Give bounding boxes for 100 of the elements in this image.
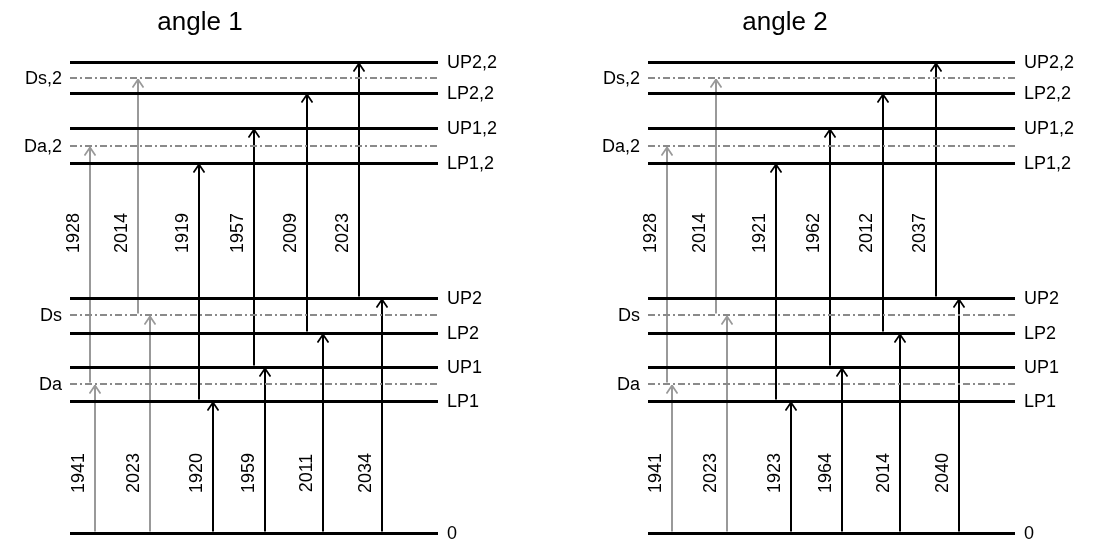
arrow bbox=[352, 62, 366, 298]
arrow bbox=[893, 333, 907, 533]
arrow bbox=[660, 146, 674, 384]
level-label: 0 bbox=[447, 523, 457, 542]
dashed-level-line bbox=[70, 314, 438, 316]
level-label: UP2 bbox=[447, 288, 482, 308]
energy-level-line bbox=[648, 531, 1015, 535]
arrow bbox=[192, 163, 206, 401]
arrow bbox=[929, 62, 943, 298]
energy-level-line bbox=[648, 296, 1015, 300]
level-label: LP2,2 bbox=[1024, 83, 1072, 103]
dashed-level-line bbox=[70, 77, 438, 79]
edge-label: 1921 bbox=[749, 213, 769, 253]
level-label: LP1,2 bbox=[447, 153, 495, 173]
level-label: UP1,2 bbox=[1024, 118, 1075, 138]
arrow bbox=[247, 128, 261, 367]
arrow bbox=[823, 128, 837, 367]
edge-label: 1928 bbox=[63, 213, 83, 253]
panel-title: angle 1 bbox=[157, 6, 243, 36]
edge-label: 2014 bbox=[111, 213, 131, 253]
edge-label: 2037 bbox=[909, 213, 929, 253]
edge-label: 1964 bbox=[815, 453, 835, 493]
level-label: LP1,2 bbox=[1024, 153, 1072, 173]
arrow bbox=[88, 384, 102, 533]
dashed-level-line bbox=[70, 145, 438, 147]
level-label: Da,2 bbox=[24, 136, 63, 156]
level-label: UP2 bbox=[1024, 288, 1059, 308]
edge-label: 1962 bbox=[803, 213, 823, 253]
edge-label: 1920 bbox=[186, 453, 206, 493]
dashed-level-line bbox=[648, 383, 1015, 385]
panel-title: angle 2 bbox=[742, 6, 828, 36]
level-label: LP2,2 bbox=[447, 83, 495, 103]
energy-level-line bbox=[648, 331, 1015, 335]
energy-level-line bbox=[648, 365, 1015, 369]
level-label: Da bbox=[39, 374, 62, 394]
arrow bbox=[720, 315, 734, 533]
energy-level-line bbox=[648, 60, 1015, 64]
edge-label: 1923 bbox=[764, 453, 784, 493]
level-label: Da,2 bbox=[602, 136, 641, 156]
level-label: 0 bbox=[1024, 523, 1034, 542]
energy-level-line bbox=[70, 296, 438, 300]
energy-level-line bbox=[70, 126, 438, 130]
energy-level-line bbox=[648, 126, 1015, 130]
level-label: UP2,2 bbox=[1024, 52, 1075, 72]
dashed-level-line bbox=[70, 383, 438, 385]
edge-label: 1941 bbox=[645, 453, 665, 493]
energy-level-line bbox=[70, 91, 438, 95]
energy-level-line bbox=[70, 531, 438, 535]
arrow bbox=[143, 315, 157, 533]
energy-level-line bbox=[70, 365, 438, 369]
energy-level-line bbox=[70, 399, 438, 403]
energy-level-line bbox=[70, 60, 438, 64]
level-label: Ds,2 bbox=[25, 68, 62, 88]
edge-label: 2014 bbox=[873, 453, 893, 493]
edge-label: 1941 bbox=[68, 453, 88, 493]
edge-label: 2023 bbox=[332, 213, 352, 253]
edge-label: 1928 bbox=[640, 213, 660, 253]
level-label: Da bbox=[617, 374, 640, 394]
edge-label: 1959 bbox=[238, 453, 258, 493]
edge-label: 2023 bbox=[123, 453, 143, 493]
edge-label: 2014 bbox=[689, 213, 709, 253]
arrow bbox=[835, 367, 849, 533]
edge-label: 2034 bbox=[355, 453, 375, 493]
edge-label: 2023 bbox=[700, 453, 720, 493]
level-label: UP1,2 bbox=[447, 118, 498, 138]
arrow bbox=[206, 401, 220, 533]
level-label: Ds,2 bbox=[603, 68, 640, 88]
arrow bbox=[709, 78, 723, 315]
arrow bbox=[258, 367, 272, 533]
level-label: LP1 bbox=[447, 391, 480, 411]
arrow bbox=[769, 163, 783, 401]
arrow bbox=[300, 93, 314, 333]
arrow bbox=[375, 298, 389, 533]
arrow bbox=[131, 78, 145, 315]
edge-label: 2040 bbox=[932, 453, 952, 493]
edge-label: 1957 bbox=[227, 213, 247, 253]
edge-label: 2011 bbox=[296, 453, 316, 493]
energy-level-line bbox=[648, 161, 1015, 165]
level-label: LP1 bbox=[1024, 391, 1057, 411]
level-label: UP2,2 bbox=[447, 52, 498, 72]
level-label: LP2 bbox=[1024, 323, 1057, 343]
energy-level-line bbox=[70, 331, 438, 335]
edge-label: 1919 bbox=[172, 213, 192, 253]
arrow bbox=[83, 146, 97, 384]
energy-level-line bbox=[70, 161, 438, 165]
dashed-level-line bbox=[648, 314, 1015, 316]
dashed-level-line bbox=[648, 145, 1015, 147]
level-label: UP1 bbox=[1024, 357, 1059, 377]
energy-level-line bbox=[648, 399, 1015, 403]
arrow bbox=[665, 384, 679, 533]
level-label: Ds bbox=[618, 305, 640, 325]
energy-level-line bbox=[648, 91, 1015, 95]
arrow bbox=[876, 93, 890, 333]
arrow bbox=[952, 298, 966, 533]
arrow bbox=[316, 333, 330, 533]
arrow bbox=[784, 401, 798, 533]
level-label: LP2 bbox=[447, 323, 480, 343]
dashed-level-line bbox=[648, 77, 1015, 79]
edge-label: 2009 bbox=[280, 213, 300, 253]
level-label: UP1 bbox=[447, 357, 482, 377]
